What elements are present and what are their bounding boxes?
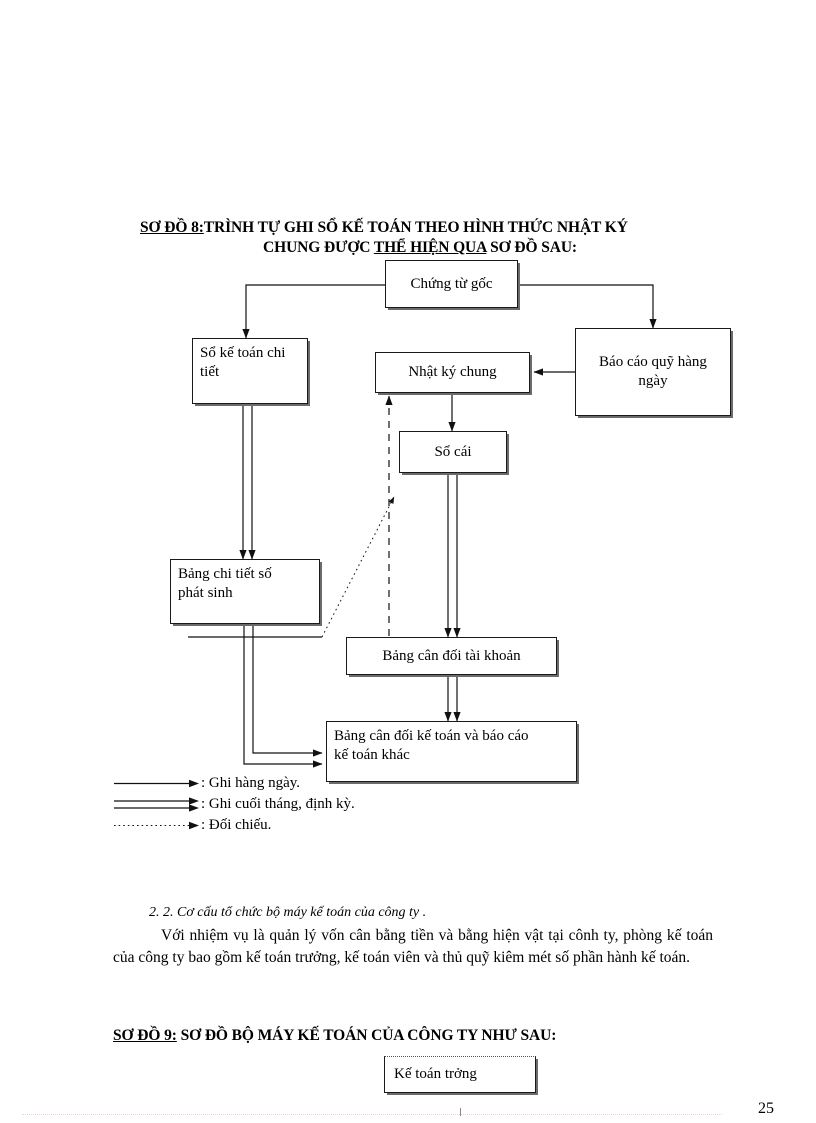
node-bang-can-doi-ke-toan[interactable]: Bảng cân đối kế toán và báo cáo kế toán … <box>326 721 577 782</box>
node-bang-chi-tiet-so-phat-sinh[interactable]: Bảng chi tiết số phát sinh <box>170 559 320 624</box>
node-so-ke-toan-chi-tiet[interactable]: Sổ kế toán chi tiết <box>192 338 308 404</box>
node-so-cai-label: Sổ cái <box>434 443 472 460</box>
title-text-so-do-9: SƠ ĐỒ BỘ MÁY KẾ TOÁN CỦA CÔNG TY NHƯ SAU… <box>176 1027 557 1044</box>
node-so-cai[interactable]: Sổ cái <box>399 431 507 473</box>
legend-label-doi-chieu: : Đối chiếu. <box>201 817 272 833</box>
page-number: 25 <box>758 1100 774 1117</box>
node-bang-can-doi-ke-toan-label: Bảng cân đối kế toán và báo cáo kế toán … <box>334 728 529 763</box>
node-bao-cao-quy-hang-ngay-label: Báo cáo quỹ hàng ngày <box>599 354 707 389</box>
legend-item-ghi-cuoi-thang: : Ghi cuối tháng, định kỳ. <box>113 794 443 815</box>
page-title-so-do-8: SƠ ĐỒ 8:TRÌNH TỰ GHI SỔ KẾ TOÁN THEO HÌN… <box>140 218 700 258</box>
title-text-line-1: TRÌNH TỰ GHI SỔ KẾ TOÁN THEO HÌNH THỨC N… <box>203 219 628 236</box>
legend-label-ghi-hang-ngay: : Ghi hàng ngày. <box>201 775 301 791</box>
legend-label-ghi-cuoi-thang: : Ghi cuối tháng, định kỳ. <box>201 796 355 812</box>
node-so-ke-toan-chi-tiet-label: Sổ kế toán chi tiết <box>200 345 286 380</box>
title-text-line-2-underlined: THỂ HIỆN QUA <box>373 239 487 256</box>
node-nhat-ky-chung[interactable]: Nhật ký chung <box>375 352 530 393</box>
dotted-arrow-line-icon <box>114 821 199 830</box>
legend-item-doi-chieu: : Đối chiếu. <box>113 815 443 836</box>
node-bang-can-doi-tai-khoan[interactable]: Bảng cân đối tài khoản <box>346 637 557 675</box>
title-text-line-2a: CHUNG ĐƯỢC <box>263 239 374 256</box>
legend-item-ghi-hang-ngay: : Ghi hàng ngày. <box>113 773 443 794</box>
title-label-so-do-9: SƠ ĐỒ 9: <box>113 1027 177 1044</box>
node-nhat-ky-chung-label: Nhật ký chung <box>408 364 497 380</box>
double-arrow-line-icon <box>114 797 199 812</box>
flowchart-legend: : Ghi hàng ngày. : Ghi cuối tháng, định … <box>113 773 443 836</box>
node-bang-chi-tiet-so-phat-sinh-label: Bảng chi tiết số phát sinh <box>178 566 272 601</box>
arrow-chungtu-to-baocaoquy <box>519 284 657 329</box>
node-ke-toan-truong-label: Kế toán trởng <box>394 1066 477 1082</box>
flowchart-connectors <box>188 284 657 768</box>
single-arrow-line-icon <box>114 779 199 788</box>
node-ke-toan-truong[interactable]: Kế toán trởng <box>384 1056 536 1093</box>
node-bao-cao-quy-hang-ngay[interactable]: Báo cáo quỹ hàng ngày <box>575 328 731 416</box>
paragraph-co-cau-to-chuc: Với nhiệm vụ là quản lý vốn cân bằng tiề… <box>113 927 713 966</box>
footer-tick-mark <box>460 1108 461 1116</box>
arrow-bangchitiet-to-bangcandoiketoan-b <box>243 624 323 768</box>
title-line-2: CHUNG ĐƯỢC THỂ HIỆN QUA SƠ ĐỒ SAU: <box>140 238 700 258</box>
page-title-so-do-9: SƠ ĐỒ 9: SƠ ĐỒ BỘ MÁY KẾ TOÁN CỦA CÔNG T… <box>113 1026 556 1046</box>
title-label-so-do-8: SƠ ĐỒ 8: <box>140 219 204 236</box>
node-chung-tu-goc-label: Chứng từ gốc <box>410 275 493 292</box>
title-line-1: SƠ ĐỒ 8:TRÌNH TỰ GHI SỔ KẾ TOÁN THEO HÌN… <box>140 218 700 238</box>
flowchart-so-do-8: Chứng từ gốc Báo cáo quỹ hàng ngày Sổ kế… <box>0 252 816 852</box>
arrow-bangchitiet-to-bangcandoiketoan-a <box>252 624 323 757</box>
body-text-block: 2. 2. Cơ cấu tổ chức bộ máy kế toán của … <box>113 905 713 969</box>
arrow-dotted-doichieu <box>321 496 395 638</box>
node-bang-can-doi-tai-khoan-label: Bảng cân đối tài khoản <box>382 647 521 664</box>
sub-heading-2-2: 2. 2. Cơ cấu tổ chức bộ máy kế toán của … <box>149 905 427 920</box>
title-text-line-2b: SƠ ĐỒ SAU: <box>486 239 577 256</box>
footer-divider <box>22 1114 722 1115</box>
arrow-chungtu-to-soketoan <box>242 284 385 339</box>
node-chung-tu-goc[interactable]: Chứng từ gốc <box>385 260 518 308</box>
